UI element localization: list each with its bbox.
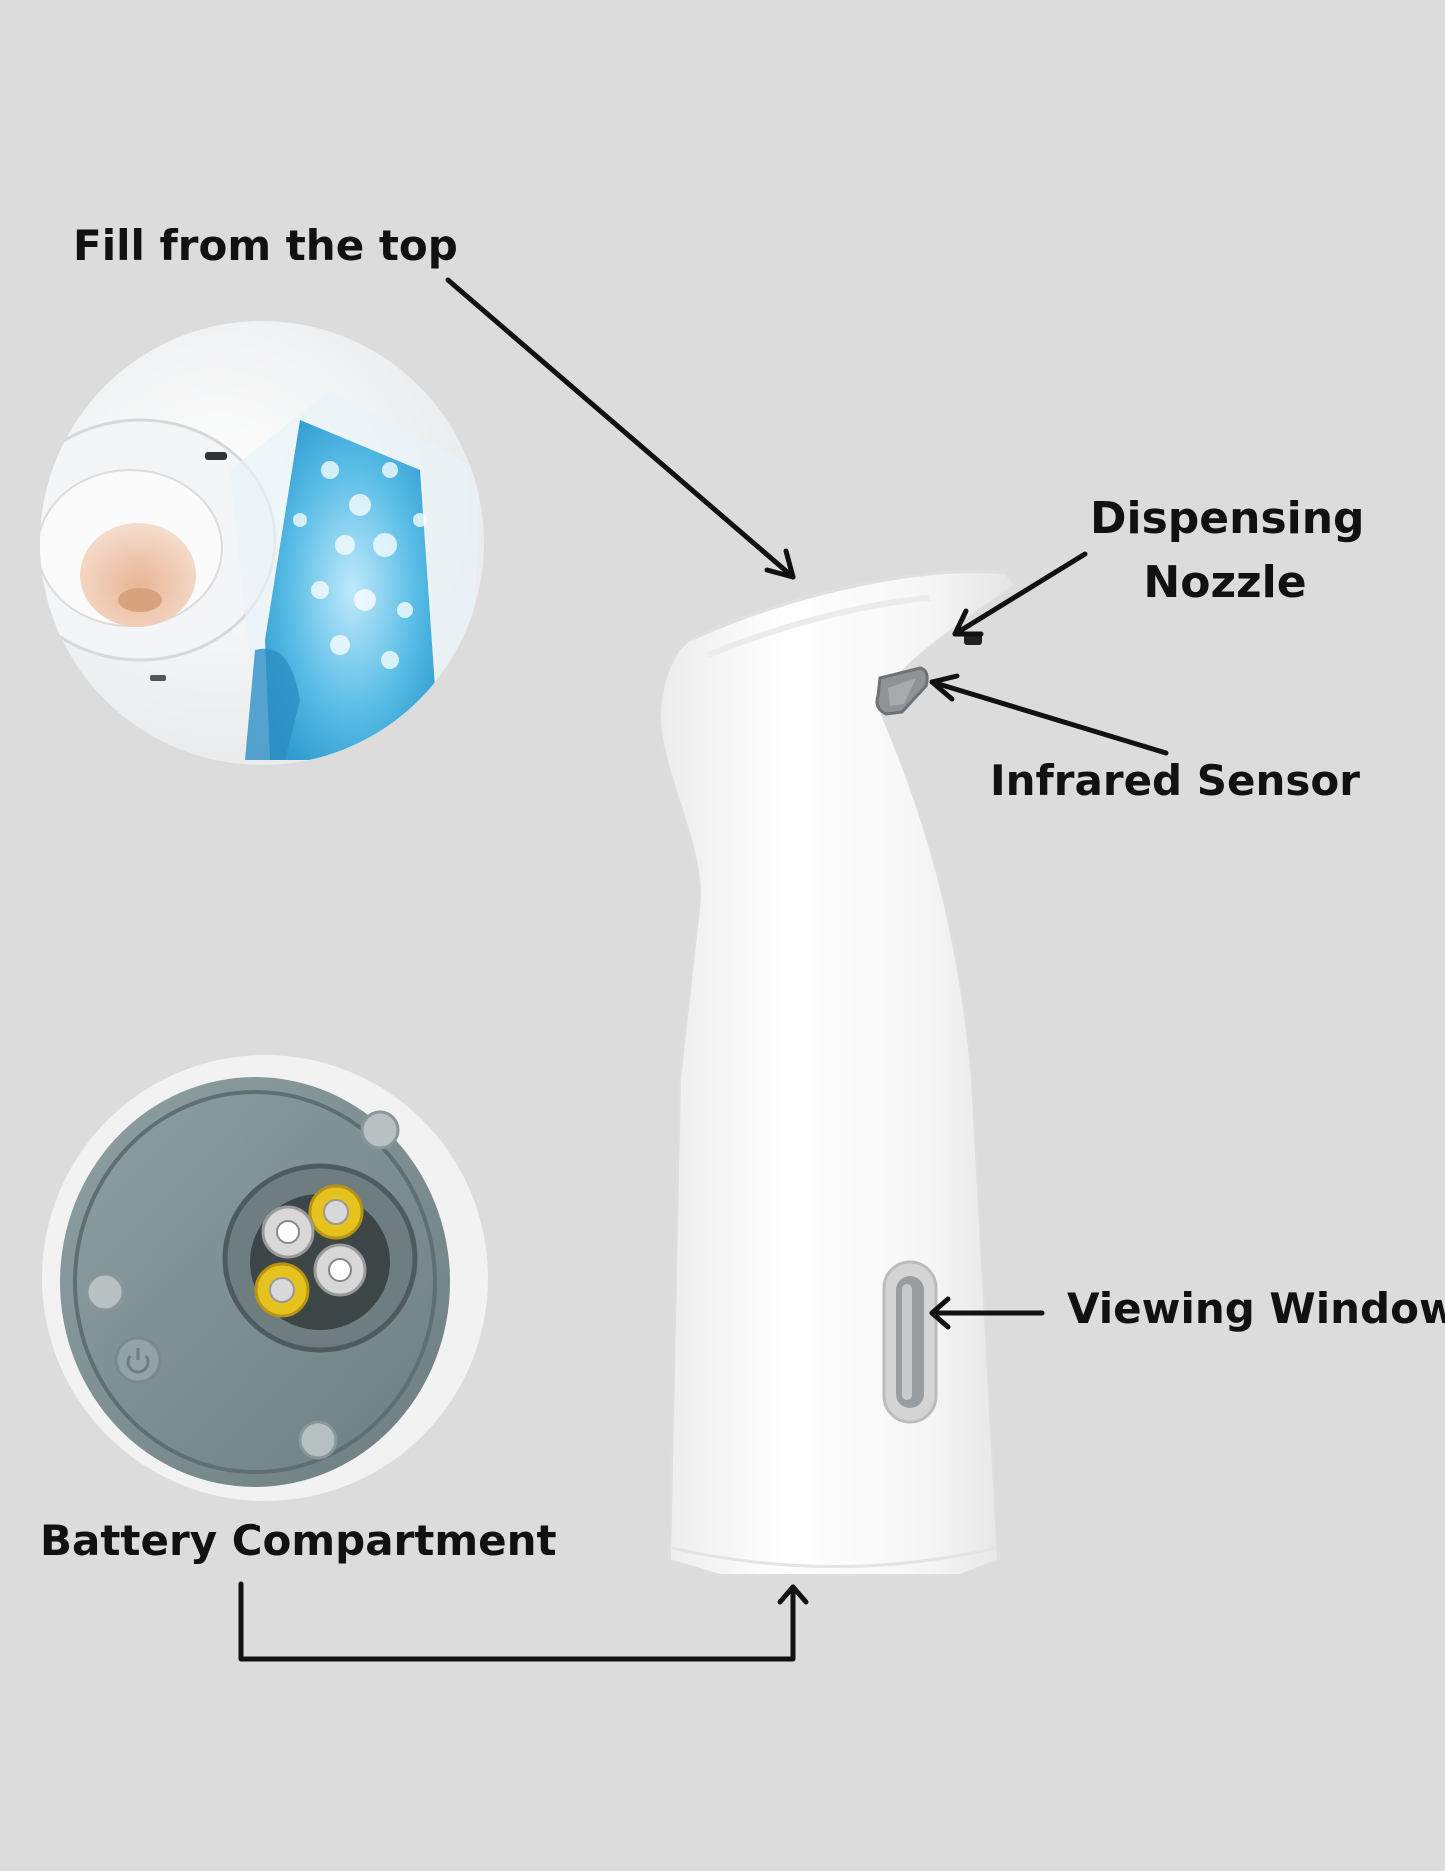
battery-detail-image [42, 1055, 488, 1501]
label-fill-from-top: Fill from the top [73, 221, 458, 270]
label-battery-compartment: Battery Compartment [40, 1516, 557, 1565]
soap-dispenser [658, 570, 1017, 1576]
power-button-icon [114, 1336, 162, 1384]
fill-detail-image [40, 321, 484, 765]
viewing-window [882, 1260, 938, 1424]
label-infrared-sensor: Infrared Sensor [990, 756, 1360, 805]
arrow-battery-compartment [238, 1581, 809, 1662]
label-viewing-window: Viewing Window [1067, 1284, 1445, 1333]
battery-icon [308, 1184, 364, 1240]
arrow-fill-top [445, 277, 796, 580]
label-dispensing-line2: Nozzle [1143, 556, 1307, 608]
arrow-viewing-window [929, 1296, 1045, 1330]
battery-icon [261, 1205, 315, 1259]
battery-icon [313, 1243, 367, 1297]
infrared-sensor [875, 666, 929, 716]
battery-icon [254, 1262, 310, 1318]
arrow-dispensing-nozzle [952, 551, 1088, 637]
label-dispensing-nozzle: Dispensing Nozzle [1090, 487, 1365, 615]
arrow-infrared-sensor [929, 673, 1169, 756]
label-dispensing-line1: Dispensing [1090, 493, 1365, 544]
